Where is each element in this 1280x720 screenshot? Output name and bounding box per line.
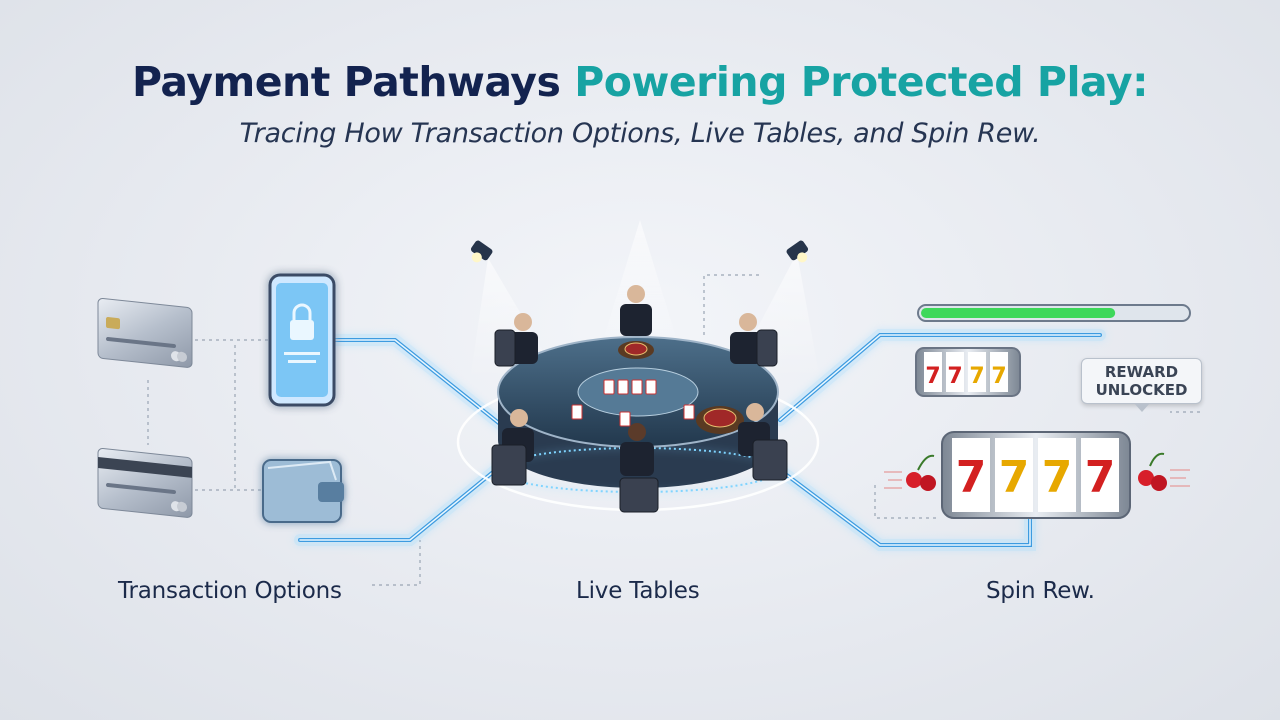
wallet-icon: [262, 459, 344, 523]
cherry-icon-left: [906, 454, 936, 491]
spotlight-icon-right: [786, 240, 809, 263]
small-reel-1: 7: [925, 364, 940, 389]
motion-streaks: [884, 469, 1190, 489]
cherry-icon-right: [1138, 452, 1167, 491]
reward-line-2: UNLOCKED: [1095, 381, 1188, 399]
reward-line-1: REWARD: [1104, 363, 1179, 381]
dealer-right: [730, 313, 762, 364]
chairs: [491, 329, 788, 513]
small-reel-2: 7: [947, 364, 962, 389]
small-reel-4: 7: [991, 364, 1006, 389]
live-tables-label: Live Tables: [576, 578, 700, 604]
slot-reel-icon-large: 7 7 7 7: [941, 431, 1131, 519]
page-title: Payment Pathways Powering Protected Play…: [0, 58, 1280, 106]
reward-unlocked-badge: REWARD UNLOCKED: [1081, 358, 1202, 412]
large-reel-1: 7: [956, 452, 987, 503]
title-primary: Payment Pathways: [131, 58, 561, 106]
flow-paths: [294, 329, 1106, 551]
credit-card-icon-top: [97, 297, 193, 368]
smartphone-lock-icon: [268, 273, 336, 407]
progress-bar: [917, 304, 1191, 322]
progress-fill: [921, 308, 1116, 318]
slot-reel-icon-small: 7 7 7 7: [915, 347, 1021, 397]
page-subtitle: Tracing How Transaction Options, Live Ta…: [239, 118, 1041, 149]
transaction-options-label: Transaction Options: [118, 578, 342, 604]
roulette-wheel-icon: [696, 406, 744, 434]
spotlight-icon-left: [470, 240, 493, 263]
large-reel-4: 7: [1085, 452, 1116, 503]
credit-card-icon-bottom: [97, 447, 193, 518]
large-reel-2: 7: [999, 452, 1030, 503]
title-accent: Powering Protected Play:: [574, 58, 1149, 106]
dealer-top: [620, 285, 652, 336]
playing-cards: [571, 379, 695, 427]
roulette-wheel-icon-small: [618, 341, 654, 359]
small-reel-3: 7: [969, 364, 984, 389]
connector-label-left: [372, 540, 421, 586]
dashed-connectors: [147, 274, 1200, 586]
player-front: [620, 423, 654, 476]
spin-rewards-label: Spin Rew.: [986, 578, 1095, 604]
large-reel-3: 7: [1042, 452, 1073, 503]
